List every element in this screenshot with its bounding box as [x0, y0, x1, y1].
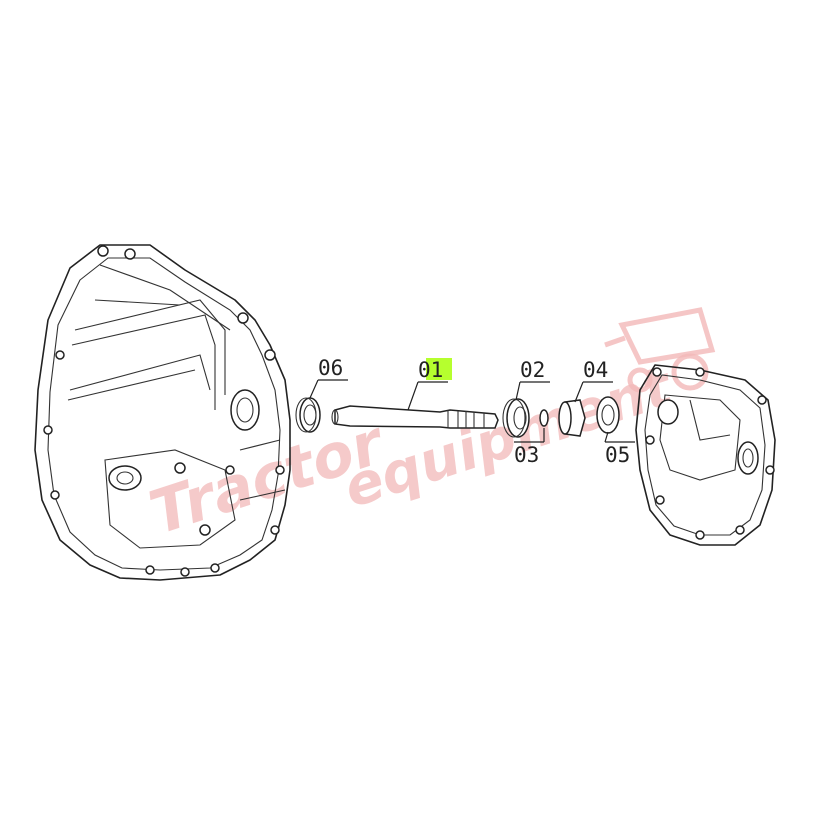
callout-06: 06: [309, 356, 348, 399]
left-housing: [34, 244, 291, 581]
right-housing: [635, 364, 776, 546]
callout-05: 05: [604, 431, 635, 467]
watermark-equipment-text: equipment: [336, 353, 682, 521]
part-04-sleeve: [558, 396, 620, 437]
callout-02: 02: [515, 358, 550, 401]
part-06-seal: [295, 397, 321, 433]
callout-04: 04: [574, 358, 613, 403]
part-02-bearing: [502, 398, 530, 438]
watermark-tractor-text: Tractor: [142, 407, 395, 549]
callout-06-label: 06: [318, 356, 343, 380]
callout-01-label: 01: [418, 358, 443, 382]
callout-01: 01: [407, 358, 452, 411]
callout-03-label: 03: [514, 443, 539, 467]
watermark-tractor-logo: [604, 307, 716, 393]
callout-03: 03: [514, 428, 545, 467]
part-01-shaft: [331, 405, 499, 429]
callout-01-highlight: [426, 358, 452, 380]
callout-02-label: 02: [520, 358, 545, 382]
callout-04-label: 04: [583, 358, 608, 382]
watermark: equipment Tractor: [142, 307, 716, 549]
callout-05-label: 05: [605, 443, 630, 467]
part-03-snap-ring: [539, 409, 549, 427]
